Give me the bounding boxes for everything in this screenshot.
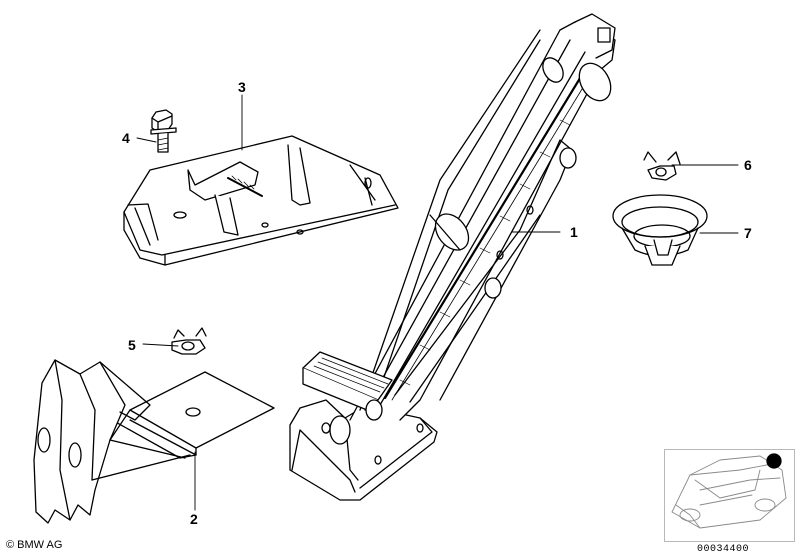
callout-6: 6 (744, 157, 752, 173)
car-location-icon (671, 455, 787, 529)
diagram-part-number: 00034400 (697, 544, 750, 555)
hex-bolt-icon (150, 109, 177, 153)
jack-holder-bracket-icon (33, 359, 275, 524)
leader-lines (136, 94, 739, 511)
rubber-grommet-icon (612, 194, 708, 266)
location-marker (766, 453, 782, 469)
leader-line-5 (142, 343, 179, 347)
scissor-jack-icon (289, 13, 616, 501)
vehicle-location-inset (664, 449, 795, 542)
callout-7: 7 (744, 225, 752, 241)
wing-nut-icon (171, 327, 207, 355)
callout-2: 2 (190, 511, 198, 527)
copyright-label: © BMW AG (6, 539, 63, 551)
wing-nut-icon (643, 151, 681, 181)
callout-5: 5 (128, 337, 136, 353)
jack-mounting-tray-icon (123, 135, 399, 266)
leader-line-4 (136, 137, 157, 143)
callout-1: 1 (570, 224, 578, 240)
callout-3: 3 (238, 79, 246, 95)
callout-4: 4 (122, 130, 130, 146)
